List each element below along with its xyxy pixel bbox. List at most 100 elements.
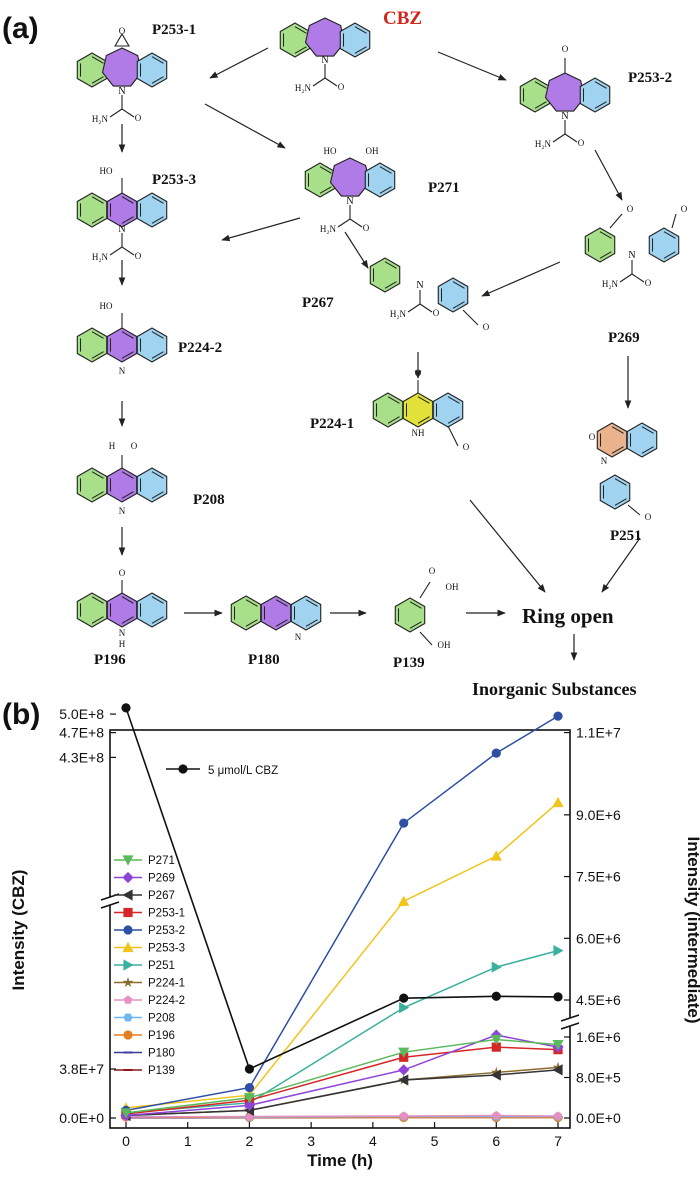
label-p253-2: P253-2 — [628, 70, 672, 86]
panel-b-letter: (b) — [2, 698, 40, 731]
p208-ring-right — [137, 468, 166, 502]
p253-1-ring-center — [103, 48, 142, 86]
p269-cho-o-2: O — [681, 204, 688, 214]
p269-ring-left — [585, 228, 614, 262]
y-left-tick-label: 3.8E+7 — [59, 1061, 104, 1077]
x-tick-label: 0 — [122, 1133, 130, 1149]
x-tick-label: 1 — [184, 1133, 192, 1149]
data-point — [492, 992, 501, 1001]
data-point — [245, 1064, 254, 1073]
p139-ring — [395, 598, 424, 632]
data-point — [399, 994, 408, 1003]
p208-ring-left — [77, 468, 106, 502]
p251-ring-bottom — [600, 475, 629, 509]
x-axis-title: Time (h) — [307, 1151, 373, 1170]
p267-n-atom: N — [416, 280, 423, 291]
series-p253-3 — [120, 797, 563, 1113]
y-right-tick-label: 1.1E+7 — [576, 725, 621, 741]
p253-3-ring-left — [77, 193, 106, 227]
p253-3-o-atom: O — [135, 251, 142, 261]
data-point — [492, 961, 502, 972]
p253-3-ring-center — [107, 193, 136, 227]
p224-2-ring-left — [77, 328, 106, 362]
p267-c-n-bond — [408, 304, 420, 312]
p253-1-c-o-bond — [122, 109, 134, 117]
label-p269: P269 — [608, 330, 640, 346]
p267-cho-bond — [463, 310, 478, 325]
legend-label: P208 — [148, 1013, 175, 1025]
legend-label: P196 — [148, 1030, 175, 1042]
p224-1-ring-right — [433, 393, 462, 427]
p196-ring-left — [77, 593, 106, 627]
label-p196: P196 — [94, 652, 126, 668]
arrow-p271-to-p267 — [345, 232, 368, 268]
panel-a-letter: (a) — [2, 12, 39, 45]
cbz-ring-right — [340, 23, 369, 57]
p267-ring-left — [370, 258, 399, 292]
p269-n-atom: N — [628, 250, 635, 261]
p253-2-ketone-o: O — [562, 44, 569, 54]
data-point — [399, 1002, 409, 1013]
p271-nh2-atom: H₂N — [320, 224, 337, 234]
p253-3-c-n-bond — [110, 247, 122, 255]
p139-acid-o: O — [429, 566, 436, 576]
p269-c-n-bond — [620, 274, 632, 282]
arrow-p224-1-to-ring-open — [470, 500, 545, 592]
legend-label-cbz: 5 μmol/L CBZ — [208, 765, 278, 777]
p224-1-ring-center — [403, 393, 432, 427]
p180-ring-center — [261, 596, 290, 630]
p271-c-n-bond — [338, 219, 350, 227]
p253-3-ring-right — [137, 193, 166, 227]
p251-ring-left — [597, 423, 626, 457]
series-line — [126, 1047, 558, 1114]
cbz-ring-left — [280, 23, 309, 57]
p253-3-acid-ho: HO — [100, 166, 113, 176]
data-point — [399, 1111, 408, 1119]
p267-c-o-bond — [420, 304, 432, 312]
y-right-tick-label: 8.0E+5 — [576, 1070, 621, 1086]
p253-3-nh2-atom: H₂N — [92, 252, 109, 262]
p139-oh-bond — [420, 632, 432, 645]
data-point — [553, 712, 562, 721]
arrow-p253-1-to-p271 — [205, 104, 285, 148]
p271-ring-right — [365, 163, 394, 197]
cbz-c-n-bond — [313, 78, 325, 86]
x-tick-label: 4 — [369, 1133, 377, 1149]
p267-ring-right — [438, 278, 467, 312]
legend-marker — [123, 959, 133, 970]
p180-n-atom: N — [295, 632, 302, 642]
legend-label: P271 — [148, 855, 175, 867]
p208-cho-o: O — [131, 441, 138, 451]
x-tick-label: 6 — [492, 1133, 500, 1149]
y-right-tick-label: 0.0E+0 — [576, 1110, 621, 1126]
legend-label: P253-2 — [148, 925, 185, 937]
series-line — [126, 803, 558, 1108]
inorganic-label: Inorganic Substances — [472, 679, 637, 699]
p253-2-c-o-bond — [565, 134, 577, 142]
cbz-ring-center — [306, 18, 345, 56]
p196-n-atom: N — [119, 628, 126, 638]
p208-n-atom: N — [119, 506, 126, 516]
p208-cho-h: H — [109, 441, 116, 451]
label-p253-1: P253-1 — [152, 22, 196, 38]
legend-label: P251 — [148, 960, 175, 972]
series-p253-2 — [121, 712, 562, 1115]
p253-2-o-atom: O — [578, 138, 585, 148]
series-lines — [120, 703, 563, 1122]
y-left-axis-title: Intensity (CBZ) — [9, 870, 28, 991]
p224-2-n-atom: N — [119, 366, 126, 376]
p180-ring-left — [231, 596, 260, 630]
series-5-μmol/l-cbz — [121, 703, 562, 1073]
x-tick-label: 2 — [246, 1133, 254, 1149]
data-point — [552, 797, 563, 807]
legend-marker — [124, 995, 133, 1003]
p271-ring-left — [305, 163, 334, 197]
p267-o-atom: O — [433, 308, 440, 318]
p224-2-acid-ho: HO — [100, 301, 113, 311]
label-p139: P139 — [393, 655, 425, 671]
label-p253-3: P253-3 — [152, 172, 196, 188]
legend-marker — [123, 1030, 132, 1039]
